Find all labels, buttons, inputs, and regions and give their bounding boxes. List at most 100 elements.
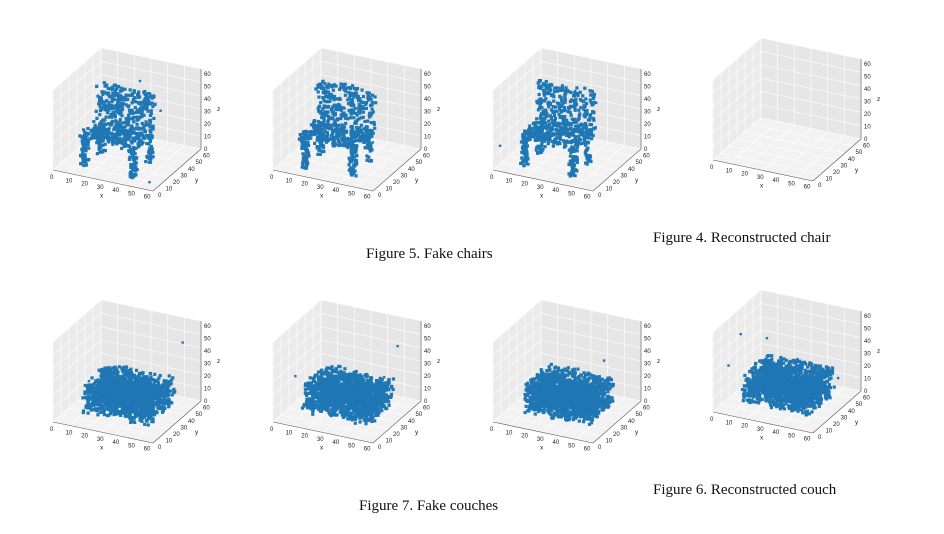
voxel-point	[558, 133, 562, 137]
voxel-point	[339, 143, 343, 147]
voxel-point	[317, 82, 322, 87]
voxel-point	[137, 90, 141, 94]
grid-line	[492, 61, 542, 104]
voxel-point	[549, 88, 553, 92]
voxel-point	[125, 389, 130, 393]
voxel-point	[87, 146, 91, 150]
voxel-point	[148, 125, 152, 129]
voxel-point	[95, 116, 99, 120]
voxel-point	[140, 110, 144, 114]
voxel-point	[340, 137, 344, 141]
voxel-point	[87, 387, 92, 391]
voxel-point	[109, 112, 113, 117]
voxel-point	[365, 129, 369, 133]
voxel-point	[142, 407, 146, 411]
voxel-point	[164, 379, 168, 383]
voxel-point	[122, 137, 126, 141]
voxel-point	[574, 89, 577, 93]
voxel-point	[130, 399, 134, 403]
voxel-point	[141, 376, 146, 380]
voxel-point	[325, 100, 329, 104]
voxel-point	[577, 116, 581, 120]
voxel-point	[100, 134, 104, 138]
voxel-point	[87, 398, 91, 402]
voxel-point	[104, 403, 109, 407]
voxel-point	[347, 90, 351, 95]
voxel-point	[578, 112, 582, 116]
voxel-point	[130, 109, 134, 113]
voxel-point	[340, 413, 344, 417]
voxel-point	[117, 392, 121, 396]
voxel-point	[545, 132, 549, 136]
voxel-point	[142, 123, 146, 128]
voxel-point	[573, 99, 577, 103]
voxel-point	[116, 370, 120, 374]
x-tick-label: 20	[521, 182, 528, 188]
voxel-point	[102, 376, 106, 381]
voxel-point	[127, 403, 131, 408]
voxel-point	[541, 98, 546, 103]
voxel-point	[130, 383, 134, 388]
voxel-point	[116, 377, 120, 381]
voxel-point	[327, 116, 332, 120]
voxel-point	[110, 136, 114, 140]
voxel-point	[129, 371, 133, 375]
voxel-point	[585, 129, 589, 133]
voxel-point	[531, 121, 536, 126]
voxel-point	[552, 99, 556, 103]
grid-line	[272, 299, 322, 343]
voxel-point	[130, 124, 134, 128]
voxel-point	[315, 131, 319, 135]
voxel-point	[309, 136, 313, 140]
voxel-point	[148, 134, 152, 138]
voxel-point	[135, 398, 139, 402]
voxel-point	[134, 173, 138, 177]
voxel-point	[116, 92, 120, 96]
voxel-point	[331, 88, 335, 92]
voxel-point	[591, 133, 595, 138]
voxel-point	[109, 389, 114, 394]
voxel-point	[117, 128, 121, 133]
voxel-point	[571, 133, 575, 137]
voxel-point	[558, 94, 562, 98]
voxel-point	[338, 133, 342, 137]
voxel-point	[127, 137, 131, 141]
voxel-point	[116, 379, 120, 383]
y-tick-label: 60	[643, 154, 650, 160]
voxel-point	[119, 382, 123, 386]
voxel-point	[560, 98, 564, 102]
voxel-point	[142, 102, 147, 107]
voxel-point	[335, 125, 339, 130]
voxel-point	[355, 133, 360, 137]
z-tick-label: 50	[424, 85, 431, 91]
voxel-point	[325, 104, 330, 109]
voxel-point	[124, 93, 128, 97]
grid-line	[760, 37, 862, 60]
voxel-point	[112, 93, 116, 97]
voxel-point	[105, 406, 109, 410]
voxel-point	[557, 124, 561, 128]
voxel-point	[355, 410, 359, 414]
voxel-point	[323, 129, 328, 134]
voxel-point	[134, 157, 138, 161]
voxel-point	[317, 126, 321, 130]
voxel-point	[131, 154, 135, 158]
voxel-point	[147, 405, 151, 409]
voxel-point	[159, 398, 163, 402]
voxel-point	[144, 399, 149, 403]
z-tick-label: 0	[204, 399, 208, 405]
voxel-point	[520, 146, 525, 150]
voxel-point	[349, 103, 353, 107]
voxel-point	[584, 134, 589, 138]
voxel-point	[318, 152, 322, 156]
voxel-point	[530, 127, 534, 131]
voxel-point	[559, 131, 563, 135]
voxel-point	[105, 128, 109, 132]
x-axis-label: x	[540, 193, 544, 200]
voxel-point	[121, 401, 125, 405]
voxel-point	[574, 100, 578, 105]
voxel-point	[321, 132, 325, 136]
y-tick-label: 20	[173, 180, 180, 186]
